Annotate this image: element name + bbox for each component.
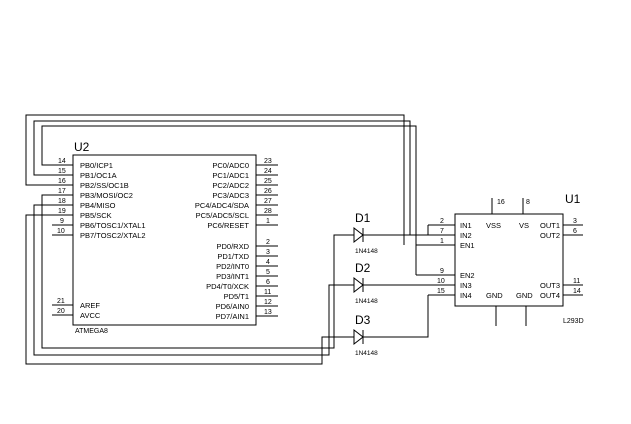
u1-pin-name: EN2 <box>460 271 475 280</box>
u2-right-pins: 23 24 25 26 27 28 1 2 3 4 5 6 11 12 13 P… <box>195 158 278 321</box>
u2-pin-num: 25 <box>264 178 272 185</box>
u2-ref: U2 <box>74 140 90 154</box>
u2-body <box>72 154 257 326</box>
u2-pin-num: 26 <box>264 188 272 195</box>
diode-d1: D1 1N4148 <box>353 211 378 255</box>
u2-pin-num: 19 <box>58 208 66 215</box>
u1-pin-name: VS <box>519 221 529 230</box>
u2-pin-num: 9 <box>60 218 64 225</box>
u2-pin-num: 12 <box>264 299 272 306</box>
u2-pin-num: 23 <box>264 158 272 165</box>
u1-pin-num: 6 <box>573 228 577 235</box>
u1-part-number: L293D <box>563 318 584 325</box>
u2-pin-num: 21 <box>57 298 65 305</box>
diode-d3: D3 1N4148 <box>353 313 378 357</box>
u2-pin-num: 18 <box>58 198 66 205</box>
u2-pin-name: PC0/ADC0 <box>212 161 249 170</box>
u2-pin-name: PC2/ADC2 <box>212 181 249 190</box>
u2-pin-name: AREF <box>80 301 100 310</box>
u2-pin-name: PB2/SS/OC1B <box>80 181 129 190</box>
u1-pin-name: OUT3 <box>540 281 560 290</box>
u1-pin-num: 11 <box>573 278 580 285</box>
u2-pin-num: 4 <box>266 259 270 266</box>
u1-pin-num: 1 <box>440 238 444 245</box>
d1-part: 1N4148 <box>355 248 378 255</box>
d3-ref: D3 <box>355 313 371 327</box>
u2-pin-num: 14 <box>58 158 66 165</box>
u2-pin-name: PC1/ADC1 <box>212 171 249 180</box>
u1-pin-name: OUT4 <box>540 291 560 300</box>
u1-pin-name: IN1 <box>460 221 472 230</box>
u2-pin-num: 17 <box>58 188 66 195</box>
u1-pin-name: OUT2 <box>540 231 560 240</box>
u2-pin-name: PD4/T0/XCK <box>206 282 249 291</box>
u2-pin-name: PD6/AIN0 <box>216 302 249 311</box>
u2-pin-num: 5 <box>266 269 270 276</box>
u2-pin-num: 1 <box>266 218 270 225</box>
u2-pin-name: PB1/OC1A <box>80 171 117 180</box>
u2-pin-name: PB5/SCK <box>80 211 112 220</box>
d1-ref: D1 <box>355 211 371 225</box>
u2-pin-num: 27 <box>264 198 272 205</box>
u2-pin-name: PB6/TOSC1/XTAL1 <box>80 221 146 230</box>
u2-pin-num: 11 <box>264 289 271 296</box>
u1-pin-name: IN3 <box>460 281 472 290</box>
u1-pin-num: 10 <box>437 278 445 285</box>
u2-pin-name: PD5/T1 <box>224 292 249 301</box>
u1-motor-driver: U1 16 8 VSS VS 2 7 1 9 10 15 IN1 IN2 EN1… <box>362 192 584 326</box>
u1-ref: U1 <box>565 192 581 206</box>
u1-pin-name: IN4 <box>460 291 472 300</box>
u2-pin-name: PC3/ADC3 <box>212 191 249 200</box>
u2-pin-name: PD1/TXD <box>217 252 249 261</box>
u2-pin-name: PB3/MOSI/OC2 <box>80 191 133 200</box>
u2-pin-num: 20 <box>57 308 65 315</box>
u2-pin-name: PC4/ADC4/SDA <box>195 201 249 210</box>
u1-pin-num: 15 <box>437 288 445 295</box>
u2-pin-num: 6 <box>266 279 270 286</box>
wires <box>25 114 429 365</box>
u1-pin-num: 8 <box>526 199 530 206</box>
u2-part-number: ATMEGA8 <box>75 328 108 335</box>
u1-pin-num: 2 <box>440 218 444 225</box>
u2-pin-num: 28 <box>264 208 272 215</box>
u2-pin-name: AVCC <box>80 311 101 320</box>
u2-pin-name: PD2/INT0 <box>216 262 249 271</box>
u2-pin-name: PC5/ADC5/SCL <box>196 211 249 220</box>
u2-pin-name: PB0/ICP1 <box>80 161 113 170</box>
d2-ref: D2 <box>355 261 371 275</box>
u2-pin-name: PB4/MISO <box>80 201 116 210</box>
u2-microcontroller: U2 14 15 16 17 18 19 9 10 21 20 PB0/ICP1 <box>52 140 278 335</box>
u2-pin-num: 24 <box>264 168 272 175</box>
u2-pin-num: 16 <box>58 178 66 185</box>
u2-pin-name: PD0/RXD <box>216 242 249 251</box>
u2-pin-num: 15 <box>58 168 66 175</box>
u2-pin-num: 3 <box>266 249 270 256</box>
u2-left-pins: 14 15 16 17 18 19 9 10 21 20 PB0/ICP1 PB… <box>52 158 146 320</box>
u2-pin-num: 2 <box>266 239 270 246</box>
u2-pin-name: PC6/RESET <box>207 221 249 230</box>
u1-pin-name: VSS <box>486 221 501 230</box>
u1-pin-name: EN1 <box>460 241 475 250</box>
u1-pin-num: 14 <box>573 288 581 295</box>
u2-pin-num: 10 <box>57 228 65 235</box>
u1-pin-name: IN2 <box>460 231 472 240</box>
u1-gnd-label: GND <box>486 291 503 300</box>
u1-body <box>454 213 564 307</box>
u1-pin-num: 9 <box>440 268 444 275</box>
u2-pin-name: PD7/AIN1 <box>216 312 249 321</box>
u2-pin-name: PD3/INT1 <box>216 272 249 281</box>
u2-pin-num: 13 <box>264 309 272 316</box>
u2-pin-name: PB7/TOSC2/XTAL2 <box>80 231 146 240</box>
u1-gnd-label: GND <box>516 291 533 300</box>
u1-pin-name: OUT1 <box>540 221 560 230</box>
diode-d2: D2 1N4148 <box>353 261 378 305</box>
u1-pin-num: 16 <box>497 199 505 206</box>
d3-part: 1N4148 <box>355 350 378 357</box>
u1-pin-num: 7 <box>440 228 444 235</box>
u1-pin-num: 3 <box>573 218 577 225</box>
d2-part: 1N4148 <box>355 298 378 305</box>
